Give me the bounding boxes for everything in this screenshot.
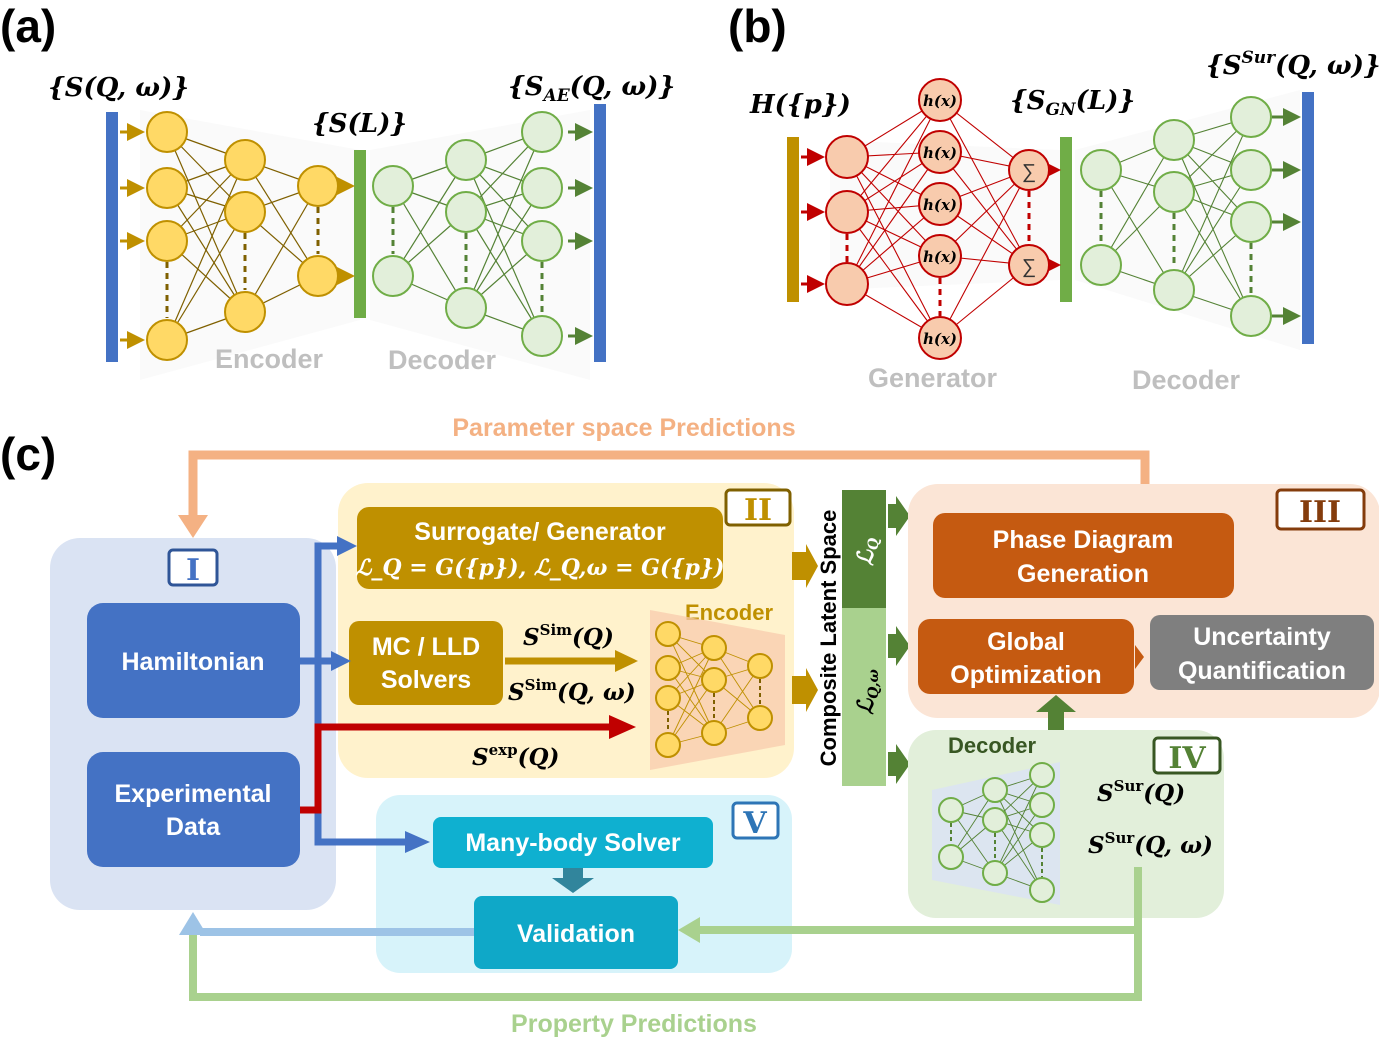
panel-a-output-bar — [594, 104, 606, 362]
box-III-numeral: III — [1299, 495, 1341, 530]
experimental-data-box — [87, 752, 300, 867]
panel-b-latent-label: {SGN(L)} — [1010, 86, 1135, 120]
surrogate-title: Surrogate/ Generator — [414, 518, 666, 546]
panel-b-input-bar — [787, 137, 799, 302]
panel-b-input-nodes — [825, 135, 869, 306]
box-V-numeral: V — [742, 806, 767, 841]
panel-a-encoder-nodes — [146, 111, 339, 361]
many-body-solver-box — [433, 817, 713, 868]
hx-node-label: h(x) — [923, 248, 957, 266]
panel-a-decoder-nodes — [372, 111, 563, 357]
panel-b-output-bar — [1302, 92, 1314, 344]
decoder-to-global-arrow — [1036, 695, 1076, 730]
panel-a-encoder-label: Encoder — [215, 344, 324, 374]
box-II-latent-arrow-2 — [792, 668, 818, 712]
panel-a-input-label: {S(Q, ω)} — [48, 73, 189, 103]
hx-node-label: h(x) — [923, 330, 957, 348]
panel-c-label: (c) — [0, 428, 56, 480]
sim-arrow-head — [615, 650, 638, 672]
experimental-label-line1: Experimental — [114, 780, 271, 808]
phase-diagram-box — [933, 513, 1234, 598]
svg-text:∑: ∑ — [1022, 161, 1036, 183]
many-body-solver-label: Many-body Solver — [465, 829, 681, 857]
hx-node — [918, 78, 962, 122]
hx-node-label: h(x) — [923, 196, 957, 214]
surrogate-formula: ℒ_Q = G({p}), ℒ_Q,ω = G({p}) — [356, 555, 725, 581]
validation-box — [474, 896, 678, 969]
panel-a-input-bar — [106, 112, 118, 362]
hamiltonian-box — [87, 603, 300, 718]
panel-a-output-label: {SAE(Q, ω)} — [508, 72, 675, 106]
global-optimization-line1: Global — [987, 628, 1065, 656]
parameter-space-label: Parameter space Predictions — [452, 414, 795, 442]
latent-LQ-bar — [842, 490, 886, 608]
hamiltonian-to-manybody-arrow — [314, 661, 410, 846]
svg-text:∑: ∑ — [1022, 256, 1036, 278]
latent-space-title: Composite Latent Space — [816, 510, 841, 767]
solvers-line1: MC / LLD — [372, 633, 480, 661]
box-IV-decoder-label: Decoder — [948, 733, 1036, 758]
hx-node — [918, 130, 962, 174]
box-I-return-arrowhead — [179, 912, 207, 935]
panel-b-input-label: H({p}) — [749, 90, 851, 120]
latent-to-global-arrow — [888, 626, 910, 666]
global-to-uncertainty-arrow — [1135, 645, 1144, 669]
panel-b-hidden-nodes: h(x) h(x) h(x) h(x) h(x) — [918, 78, 962, 360]
box-II-encoder-nodes — [655, 621, 773, 758]
panel-b-latent-bar — [1060, 137, 1072, 302]
panel-a-label: (a) — [0, 0, 56, 52]
panel-a-input-arrows — [120, 123, 593, 349]
phase-diagram-line1: Phase Diagram — [993, 526, 1174, 554]
solvers-line2: Solvers — [381, 666, 471, 694]
hx-node — [918, 234, 962, 278]
panel-b-label: (b) — [728, 0, 787, 52]
panel-b-decoder-label: Decoder — [1132, 365, 1241, 395]
uncertainty-line1: Uncertainty — [1193, 623, 1331, 651]
panel-b-output-label: {SSur(Q, ω)} — [1206, 48, 1379, 81]
panel-b-arrows — [801, 108, 1301, 325]
box-II-latent-arrow-1 — [792, 544, 818, 588]
global-optimization-line2: Optimization — [950, 661, 1101, 689]
latent-to-phase-arrow — [888, 496, 910, 536]
experimental-label-line2: Data — [166, 813, 221, 841]
panel-b-sum-nodes: ∑ ∑ — [1008, 149, 1050, 286]
panel-a-latent-bar — [354, 150, 366, 318]
latent-LQw-bar — [842, 608, 886, 786]
hx-node-label: h(x) — [923, 92, 957, 110]
panel-b-decoder-nodes — [1080, 96, 1272, 337]
surrogate-generator-box — [357, 507, 723, 589]
hamiltonian-label: Hamiltonian — [121, 648, 264, 676]
box-II-numeral: II — [744, 493, 772, 528]
panel-a-autoencoder: (a) {S(Q, ω)} {S(L)} {SAE(Q, ω)} — [0, 0, 675, 380]
many-body-to-validation-arrow — [552, 868, 594, 893]
experimental-to-encoder-arrow — [300, 723, 612, 814]
property-predictions-label: Property Predictions — [511, 1010, 757, 1038]
hx-node — [918, 182, 962, 226]
box-IV-numeral: IV — [1168, 741, 1206, 776]
panel-a-latent-label: {S(L)} — [312, 109, 407, 139]
uncertainty-box — [1150, 615, 1374, 690]
solvers-box — [349, 621, 503, 705]
ssur-qw-label: SSur(Q, ω) — [1088, 829, 1213, 859]
hx-node-label: h(x) — [923, 144, 957, 162]
ssur-q-label: SSur(Q) — [1097, 777, 1185, 807]
panel-c-workflow: (c) Parameter space Predictions I Hamilt… — [0, 414, 1379, 1038]
uncertainty-line2: Quantification — [1178, 657, 1346, 685]
panel-a-decoder-label: Decoder — [388, 345, 497, 375]
latent-to-decoder-arrow — [888, 744, 910, 784]
panel-b-generator-network: (b) H({p}) {SGN(L)} {SSur(Q, ω)} h(x)h — [728, 0, 1379, 395]
hx-node — [918, 316, 962, 360]
box-IV-decoder-nodes — [938, 762, 1055, 903]
box-I-numeral: I — [186, 553, 200, 588]
phase-diagram-line2: Generation — [1017, 560, 1149, 588]
parameter-space-arrow — [188, 450, 1150, 520]
global-optimization-box — [918, 619, 1134, 694]
panel-b-generator-label: Generator — [868, 363, 998, 393]
validation-label: Validation — [517, 920, 635, 948]
